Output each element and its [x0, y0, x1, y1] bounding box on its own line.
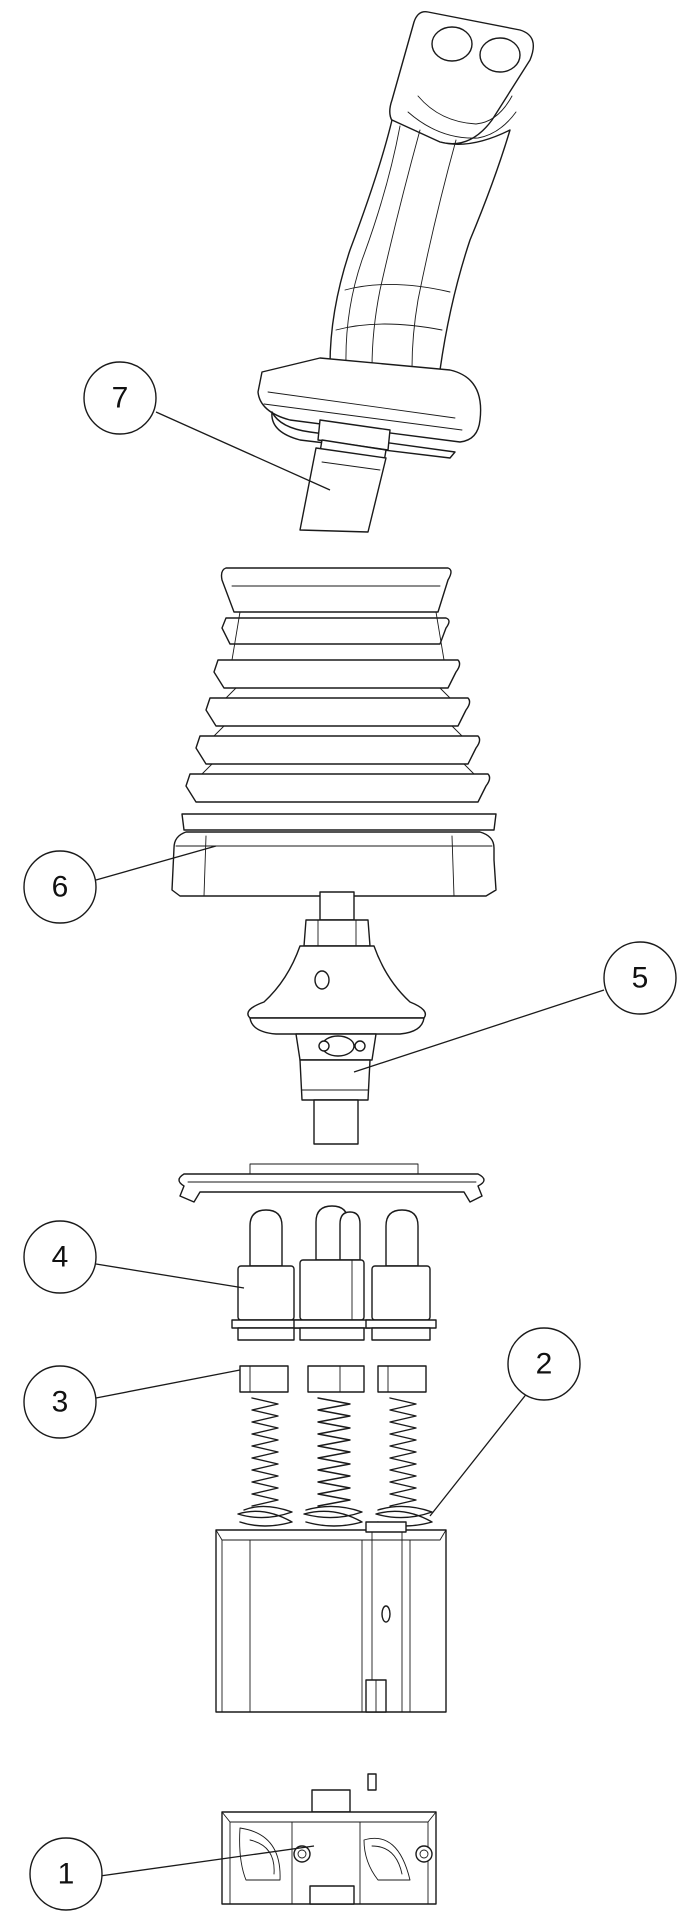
- part-2-springs-housing: [215, 1397, 447, 1713]
- spring-middle: [303, 1397, 363, 1527]
- callout-6: 6: [23, 850, 97, 924]
- part-6-bellows: [171, 567, 497, 897]
- leader-6: [95, 845, 217, 881]
- leader-3: [95, 1369, 241, 1399]
- spring-left: [237, 1397, 293, 1527]
- callout-1-label: 1: [58, 1858, 75, 1891]
- callout-5-label: 5: [632, 962, 649, 995]
- leader-7: [155, 411, 331, 491]
- mounting-plate: [178, 1163, 485, 1203]
- callout-6-label: 6: [52, 871, 69, 904]
- callout-4-label: 4: [52, 1241, 69, 1274]
- part-5-gimbal: [247, 891, 427, 1145]
- leader-2: [429, 1391, 529, 1517]
- part-1-base: [221, 1773, 437, 1905]
- callout-1: 1: [29, 1837, 103, 1911]
- callout-3: 3: [23, 1365, 97, 1439]
- part-3-spacers: [239, 1365, 427, 1393]
- part-4-plungers: [231, 1205, 437, 1341]
- leader-5: [353, 989, 605, 1073]
- callout-3-label: 3: [52, 1386, 69, 1419]
- callout-7-label: 7: [112, 382, 129, 415]
- part-7-handle: [257, 11, 534, 533]
- callout-2: 2: [507, 1327, 581, 1401]
- leader-4: [95, 1263, 245, 1289]
- leader-1: [99, 1845, 315, 1877]
- spring-right: [375, 1397, 433, 1527]
- callout-7: 7: [83, 361, 157, 435]
- callout-2-label: 2: [536, 1348, 553, 1381]
- callout-4: 4: [23, 1220, 97, 1294]
- callout-5: 5: [603, 941, 677, 1015]
